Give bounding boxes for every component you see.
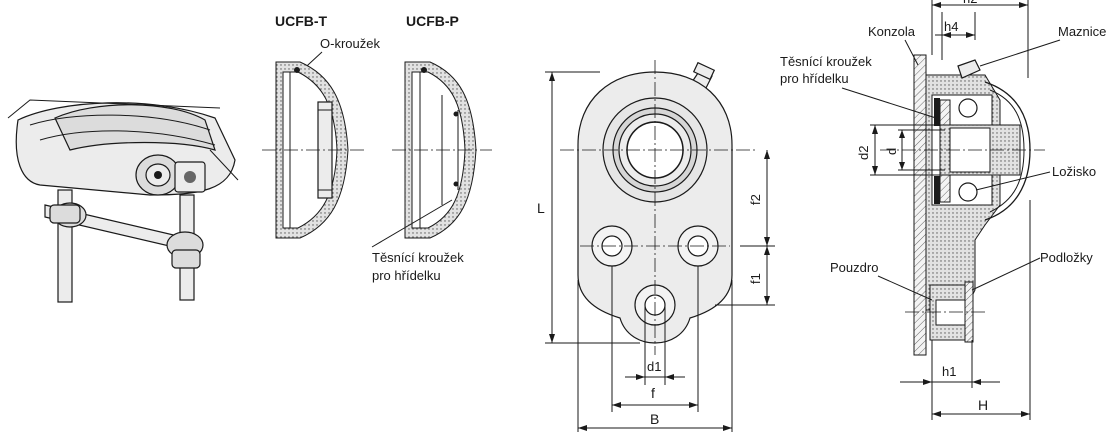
conveyor-illustration (7, 99, 239, 303)
lozisko-leader (975, 171, 1051, 191)
konzola-leader (904, 39, 919, 66)
dim-h2: h2 (963, 0, 977, 6)
maznice-label: Maznice (1058, 24, 1106, 39)
tesnici2-label-line2: pro hřídelku (780, 71, 849, 86)
dim-h1: h1 (942, 364, 956, 379)
dim-h4: h4 (944, 19, 958, 34)
tesnici-label-line2: pro hřídelku (372, 268, 441, 283)
dim-f2: f2 (748, 194, 763, 205)
side-section-view (913, 54, 1031, 356)
tesnici-leader (371, 199, 453, 248)
konzola-label: Konzola (868, 24, 916, 39)
tesnici2-leader (841, 87, 937, 119)
dim-d2: d2 (856, 146, 871, 160)
podlozky-label: Podložky (1040, 250, 1093, 265)
podlozky-leader (971, 257, 1041, 291)
dim-f1: f1 (748, 273, 763, 284)
dim-d: d (884, 148, 899, 155)
dim-b: B (650, 411, 659, 427)
tesnici2-label-line1: Těsnící kroužek (780, 54, 872, 69)
maznice-leader (979, 39, 1061, 67)
dim-f: f (651, 385, 655, 401)
ucfb-t-heading: UCFB-T (275, 13, 328, 29)
o-krouzek-label: O-kroužek (320, 36, 380, 51)
ucfb-p-heading: UCFB-P (406, 13, 459, 29)
dim-hh: H (978, 397, 988, 413)
dim-l: L (537, 200, 545, 216)
pouzdro-label: Pouzdro (830, 260, 878, 275)
dim-d1: d1 (647, 359, 661, 374)
pouzdro-leader (877, 275, 933, 301)
lozisko-label: Ložisko (1052, 164, 1096, 179)
tesnici-label-line1: Těsnící kroužek (372, 250, 464, 265)
